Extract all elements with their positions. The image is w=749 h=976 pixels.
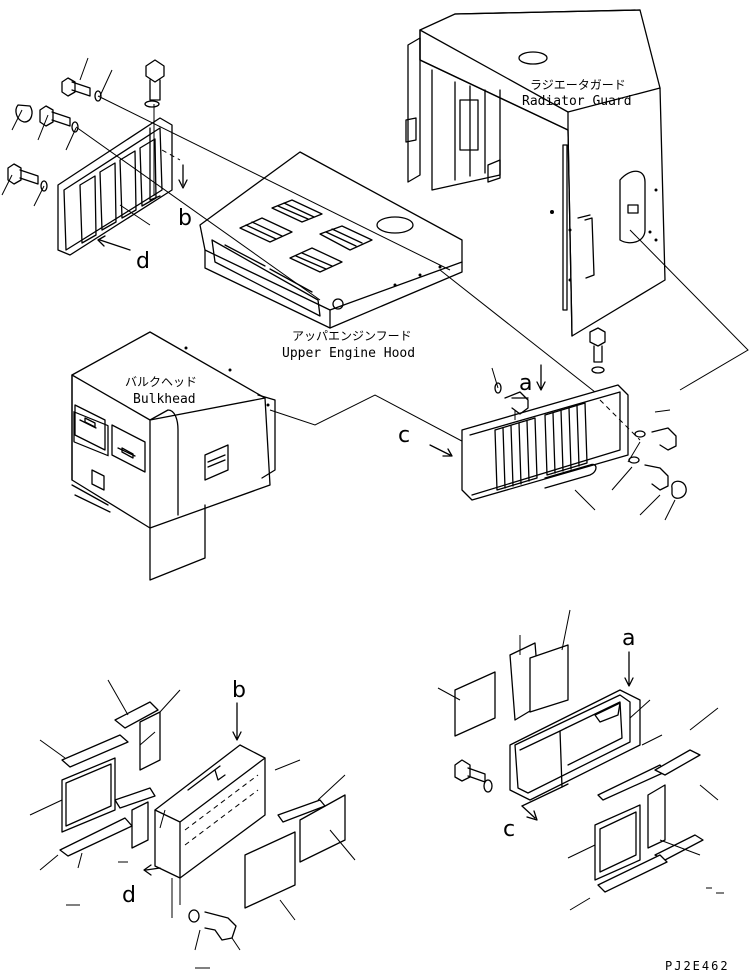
bulkhead (71, 331, 276, 581)
left-fasteners (1, 57, 451, 301)
view-ref-c-upper: c (398, 423, 410, 448)
bulkhead-jp-label: バルクヘッド (125, 375, 197, 389)
view-ref-d-upper: d (136, 249, 150, 274)
left-grille-panel (57, 117, 181, 256)
right-fasteners (491, 327, 687, 521)
bulkhead-label: Bulkhead (133, 392, 196, 407)
view-ref-a-lower: a (622, 626, 635, 651)
upper-engine-hood (199, 151, 463, 329)
radiator-guard-label: Radiator Guard (522, 94, 632, 109)
radiator-guard (405, 9, 666, 337)
drawing-code: PJ2E462 (665, 959, 730, 973)
view-ref-d-lower: d (122, 883, 136, 908)
view-ref-a-upper: a (519, 371, 532, 396)
lower-left-seal-assembly (29, 679, 356, 951)
view-ref-c-lower: c (503, 817, 515, 842)
upper-engine-hood-jp-label: アッパエンジンフード (292, 329, 412, 343)
right-grille-panel (461, 384, 641, 501)
view-ref-b-lower: b (232, 678, 246, 703)
lower-right-seal-assembly (437, 609, 719, 911)
upper-engine-hood-label: Upper Engine Hood (282, 346, 415, 361)
radiator-guard-jp-label: ラジエータガード (530, 78, 626, 92)
view-ref-b-upper: b (178, 206, 192, 231)
